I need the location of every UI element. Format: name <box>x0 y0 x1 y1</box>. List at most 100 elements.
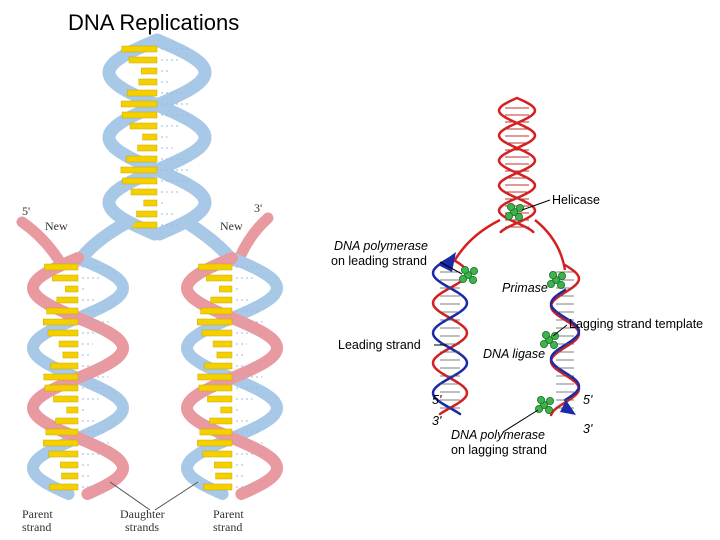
label-dna-ligase: DNA ligase <box>483 347 545 361</box>
parent-helix-strand <box>102 33 212 241</box>
label-fork-left-5: 5' <box>432 393 442 407</box>
daughter-helix-right-base-pair <box>207 395 233 403</box>
label-fork-left-3: 3' <box>432 414 442 428</box>
daughter-helix-left-base-pair <box>43 439 79 447</box>
label-pol-leading-2: on leading strand <box>331 254 427 268</box>
parent-helix-strand <box>102 33 212 241</box>
daughter-helix-right-base-pair <box>220 406 233 414</box>
base-pair <box>120 166 158 174</box>
daughter-helix-left-base-pair <box>44 384 79 392</box>
daughter-helix-right-base-pair <box>215 472 233 480</box>
daughter-helix-right-base-pair <box>197 373 233 381</box>
base-pair <box>142 133 158 141</box>
daughter-helix-right-base-pair <box>201 329 233 337</box>
daughter-pointer <box>154 481 199 511</box>
daughter-helix-right-base-pair <box>210 296 233 304</box>
helicase-enzyme <box>504 211 513 220</box>
daughter-helix-right-base-pair <box>204 362 233 370</box>
base-pair <box>120 100 158 108</box>
base-pair <box>136 210 158 218</box>
lagging-template-pointer <box>552 324 568 337</box>
daughter-helix-left-base-pair <box>58 340 79 348</box>
fork-left-parent <box>453 218 501 261</box>
helicase-enzyme <box>516 203 525 212</box>
base-pair <box>130 188 158 196</box>
base-pair <box>137 144 158 152</box>
label-new-left: New <box>45 219 68 233</box>
pol-leading-enzyme <box>458 274 467 283</box>
daughter-helix-right-base-pair <box>200 307 233 315</box>
daughter-helix-right-base-pair <box>197 439 233 447</box>
leading-arrowhead <box>438 252 456 272</box>
ligase-enzyme <box>550 340 559 349</box>
label-lagging-template: Lagging strand template <box>569 317 703 331</box>
daughter-helix-right-base-pair <box>209 417 233 425</box>
primase-enzyme <box>547 279 556 288</box>
replication-fork-diagram <box>431 96 581 433</box>
ligase-enzyme <box>540 339 549 348</box>
daughter-helix-left-base-pair <box>49 483 79 491</box>
base-pair <box>126 89 158 97</box>
helicase-pointer <box>521 199 551 211</box>
label-parent-strand-left-1: Parent <box>22 507 53 521</box>
daughter-helix-left-base-pair <box>44 263 79 271</box>
base-pair <box>143 199 158 207</box>
helicase-enzyme <box>515 212 524 221</box>
daughter-helix-left-base-pair <box>55 417 79 425</box>
daughter-helix-right-base-pair <box>198 263 233 271</box>
pol-leading-pointer <box>439 261 463 275</box>
label-left-5-prime: 5' <box>22 204 30 218</box>
daughter-helix-left-new <box>26 252 130 500</box>
base-pair <box>141 67 158 75</box>
base-pair <box>126 155 158 163</box>
daughter-helix-left-base-pair <box>61 472 79 480</box>
daughter-helix-right-base-pair <box>206 274 233 282</box>
label-right-3-prime: 3' <box>254 201 262 215</box>
base-pair <box>138 78 158 86</box>
daughter-helix-left-base-pair <box>53 395 79 403</box>
pol-lagging-enzyme <box>545 405 554 414</box>
helicase-enzyme <box>506 202 515 211</box>
daughter-helix-left-base-pair <box>62 351 79 359</box>
daughter-helix-right-base-pair <box>219 285 233 293</box>
daughter-helix-right-base-pair <box>214 461 233 469</box>
pol-leading-enzyme <box>469 266 478 275</box>
label-leading-strand: Leading strand <box>338 338 421 352</box>
daughter-pointer <box>109 481 151 511</box>
daughter-helix-right-base-pair <box>197 318 233 326</box>
label-helicase: Helicase <box>552 193 600 207</box>
primase-enzyme <box>557 280 566 289</box>
label-pol-leading-1: DNA polymerase <box>334 239 428 253</box>
base-pair <box>121 111 158 119</box>
pol-lagging-enzyme <box>546 396 555 405</box>
base-pair <box>121 45 158 53</box>
base-pair <box>129 122 158 130</box>
daughter-helix-left-base-pair <box>60 461 79 469</box>
daughter-helix-left-base-pair <box>56 296 79 304</box>
label-pol-lagging-1: DNA polymerase <box>451 428 545 442</box>
page-title: DNA Replications <box>68 10 240 35</box>
label-pol-lagging-2: on lagging strand <box>451 443 547 457</box>
fork-arm-left <box>73 215 135 267</box>
daughter-helix-left-base-pair <box>46 307 79 315</box>
ligase-enzyme <box>551 331 560 340</box>
label-primase: Primase <box>502 281 548 295</box>
daughter-helix-left-base-pair <box>48 450 79 458</box>
daughter-helix-left-base-pair <box>43 318 79 326</box>
replication-illustration <box>16 33 284 511</box>
daughter-helix-right-base-pair <box>212 340 233 348</box>
pol-leading-enzyme <box>468 275 477 284</box>
daughter-helix-left-base-pair <box>47 329 79 337</box>
daughter-helix-right-base-pair <box>199 428 233 436</box>
base-pair <box>122 177 158 185</box>
parent-strand-red <box>497 96 537 234</box>
daughter-helix-left-base-pair <box>45 428 79 436</box>
daughter-helix-right-base-pair <box>198 384 233 392</box>
lagging-new <box>549 288 581 402</box>
base-pair <box>128 56 158 64</box>
primase-enzyme <box>558 271 567 280</box>
lagging-arrowhead <box>560 400 576 415</box>
daughter-helix-left-base-pair <box>43 373 79 381</box>
daughter-helix-right-base-pair <box>216 351 233 359</box>
